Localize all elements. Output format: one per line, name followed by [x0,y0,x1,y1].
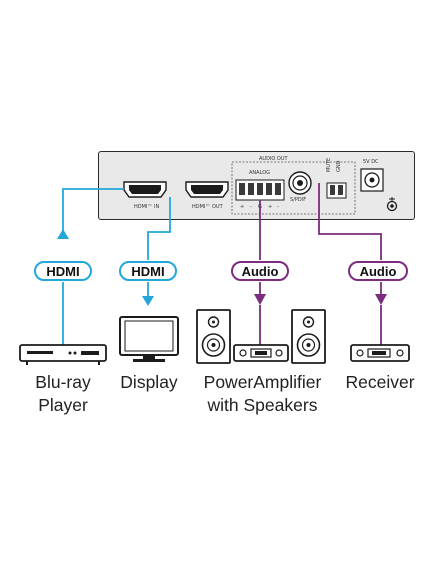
receiver-icon [350,344,410,362]
analog-pin-label: - [250,204,252,210]
analog-pin-label: + [268,204,273,210]
audio-spdif-badge: Audio [348,261,408,281]
analog-label: ANALOG [249,170,270,176]
arrow-down-icon [254,294,266,305]
receiver-label: Receiver [345,372,415,392]
hdmi-in-badge: HDMI [34,261,92,281]
power-jack[interactable] [360,168,398,212]
hdmi-in-label: HDMI™ IN [134,204,160,210]
hdmi-in-port[interactable] [123,181,167,198]
audio-out-label: AUDIO OUT [259,156,288,162]
arrow-down-icon [375,294,387,305]
power-label: 5V DC [363,159,379,165]
mute-label: MUTE [326,157,332,172]
amplifier-label: PowerAmplifier with Speakers [203,372,322,415]
display-icon [119,316,179,362]
mute-gnd-terminal[interactable] [326,182,347,199]
gnd-label: GND [336,160,342,172]
analog-terminal-block[interactable] [235,179,285,201]
hdmi-cables [62,188,171,345]
arrow-down-icon [142,296,154,306]
audio-analog-badge: Audio [231,261,289,281]
spdif-label: S/PDIF [290,197,307,203]
hdmi-out-badge: HDMI [119,261,177,281]
analog-pin-label: - [277,204,279,210]
bluray-player-icon [19,344,107,365]
hdmi-out-label: HDMI™ OUT [192,204,223,210]
arrow-up-icon [57,229,69,239]
analog-pin-label: + [240,204,245,210]
audio-cables [259,183,382,345]
spdif-jack[interactable] [288,171,312,195]
amplifier-icon [233,344,289,362]
right-speaker-icon [291,309,326,364]
audio-out-frame [231,161,356,215]
bluray-player-label: Blu-ray Player [35,372,91,415]
display-label: Display [120,372,178,392]
hdmi-out-port[interactable] [185,181,229,198]
left-speaker-icon [196,309,231,364]
analog-pin-label: G [258,204,262,210]
